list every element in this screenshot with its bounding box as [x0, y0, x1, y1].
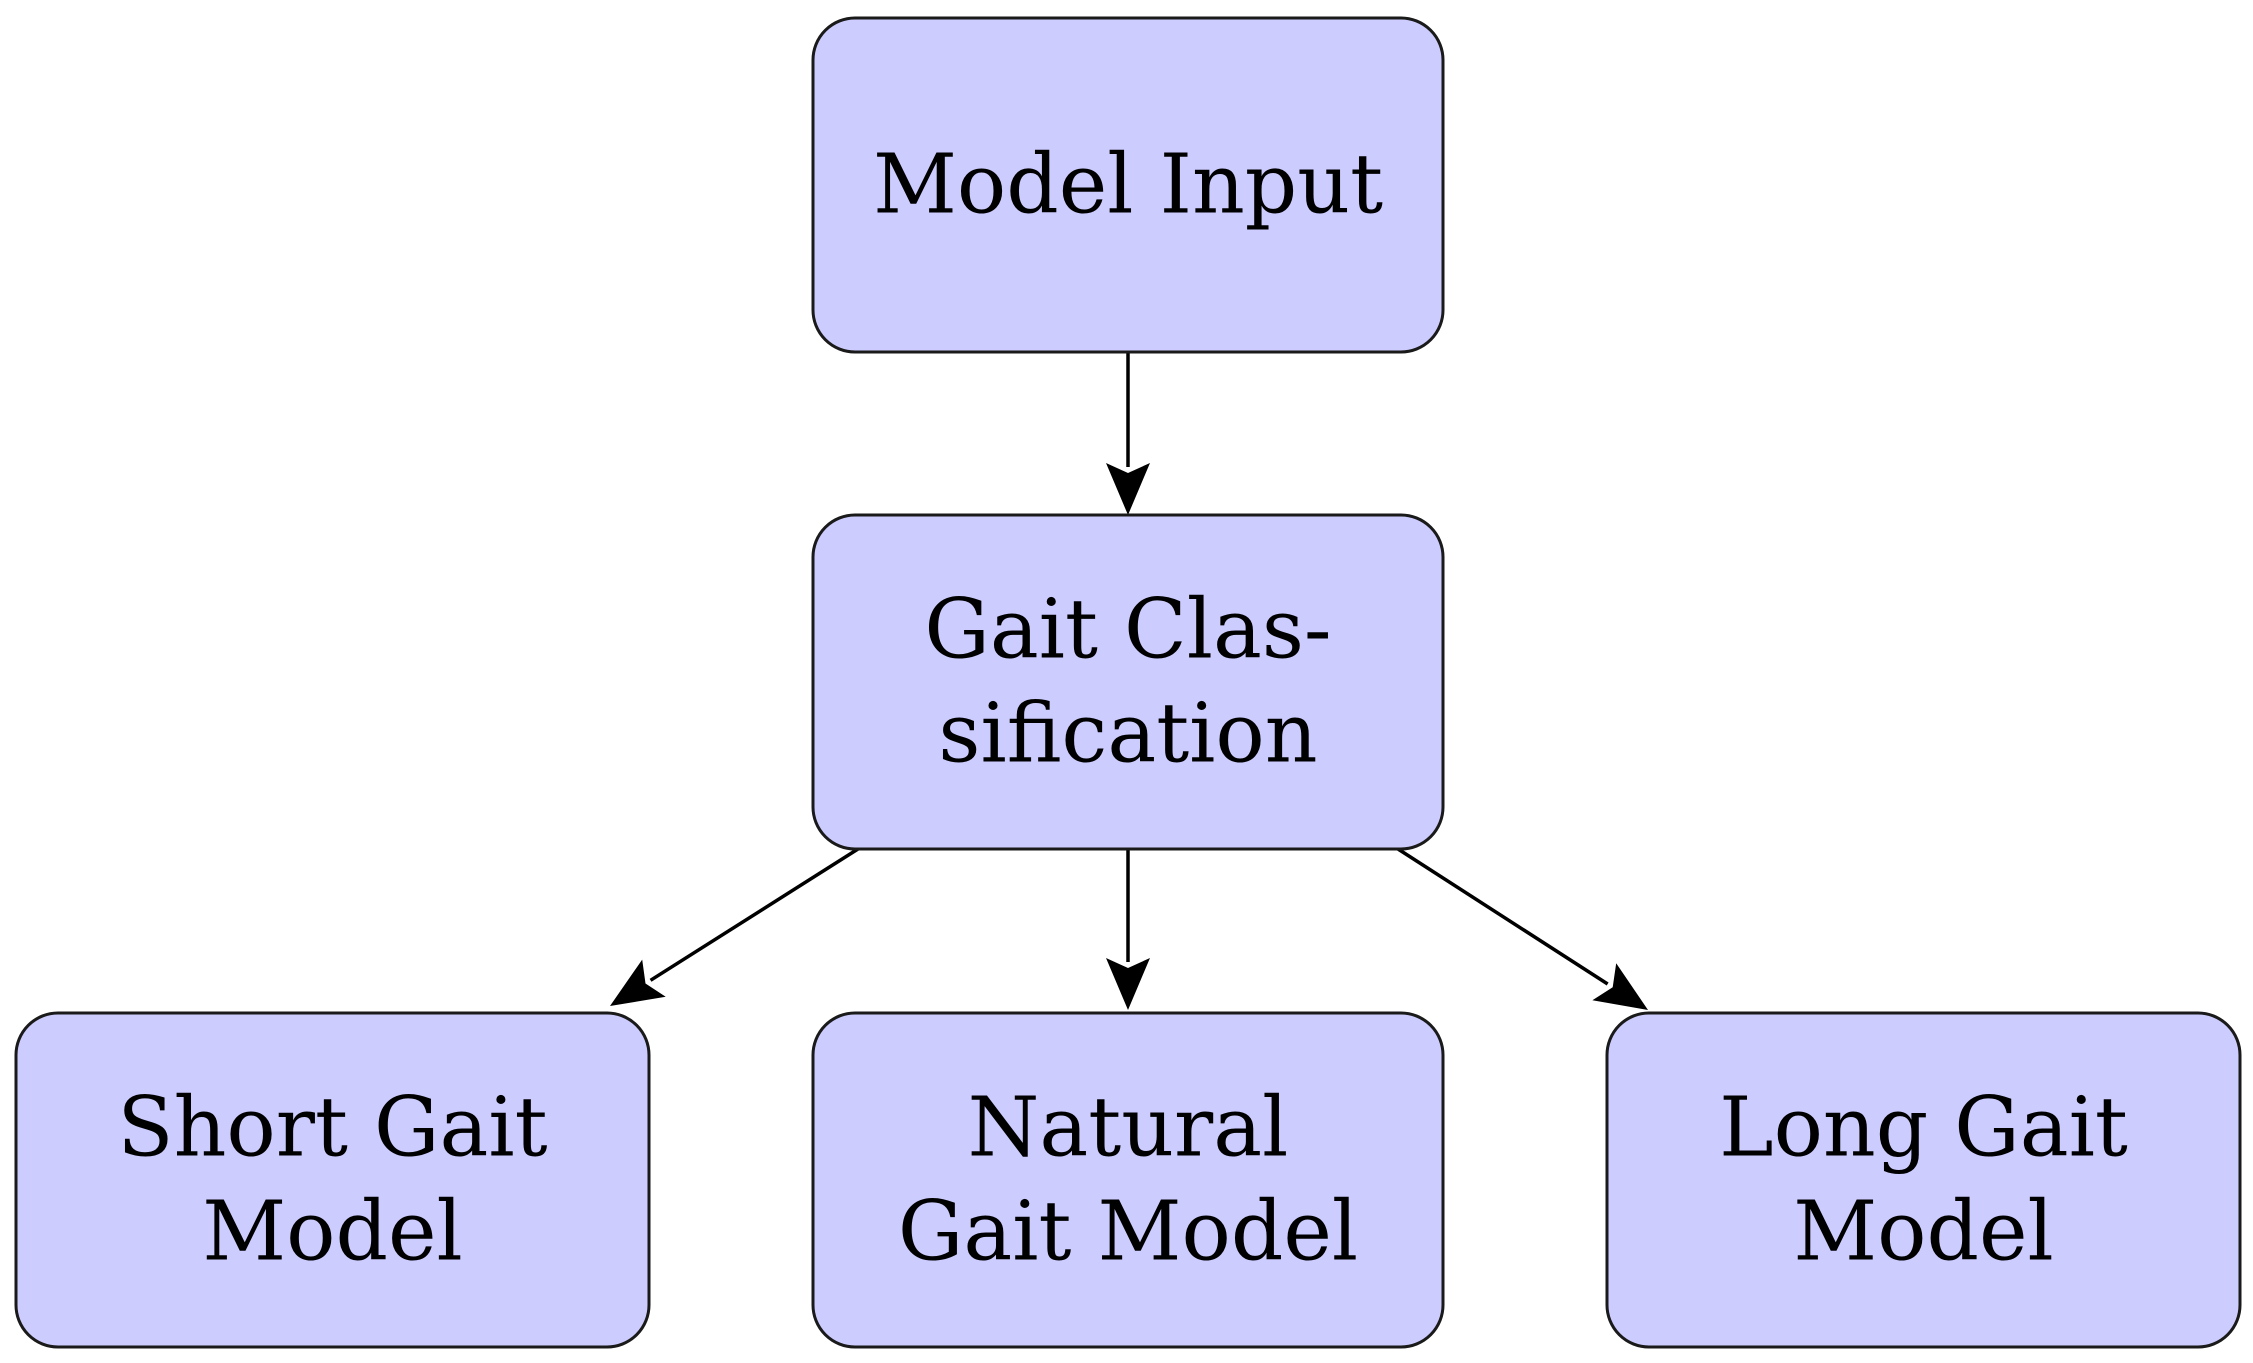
- edges-layer: [610, 352, 1648, 1010]
- arrow-shaft: [649, 847, 859, 982]
- arrow-head: [1592, 963, 1648, 1010]
- node-label: Long Gait: [1719, 1081, 2128, 1176]
- arrow-head: [610, 959, 666, 1006]
- node-label: Model: [1793, 1185, 2054, 1280]
- arrow-model-input-to-gait-classification: [1106, 352, 1150, 515]
- arrow-head: [1106, 958, 1150, 1010]
- node-label: Natural: [968, 1081, 1289, 1176]
- arrow-gait-classification-to-natural-gait-model: [1106, 849, 1150, 1010]
- node-box: [811, 16, 1445, 354]
- node-gait-classification: Gait Clas-sification: [811, 513, 1445, 851]
- node-box: [14, 1011, 651, 1349]
- arrow-gait-classification-to-long-gait-model: [1397, 847, 1648, 1010]
- node-label: Gait Clas-: [924, 583, 1331, 678]
- node-label: Gait Model: [898, 1185, 1358, 1280]
- node-label: Model: [202, 1185, 463, 1280]
- node-box: [1605, 1011, 2242, 1349]
- node-label: Model Input: [873, 138, 1383, 233]
- arrow-gait-classification-to-short-gait-model: [610, 847, 859, 1006]
- node-box: [811, 1011, 1445, 1349]
- arrow-head: [1106, 463, 1150, 515]
- node-model-input: Model Input: [811, 16, 1445, 354]
- node-label: Short Gait: [117, 1081, 547, 1176]
- arrow-shaft: [1397, 847, 1609, 986]
- node-box: [811, 513, 1445, 851]
- node-label: sification: [938, 687, 1317, 782]
